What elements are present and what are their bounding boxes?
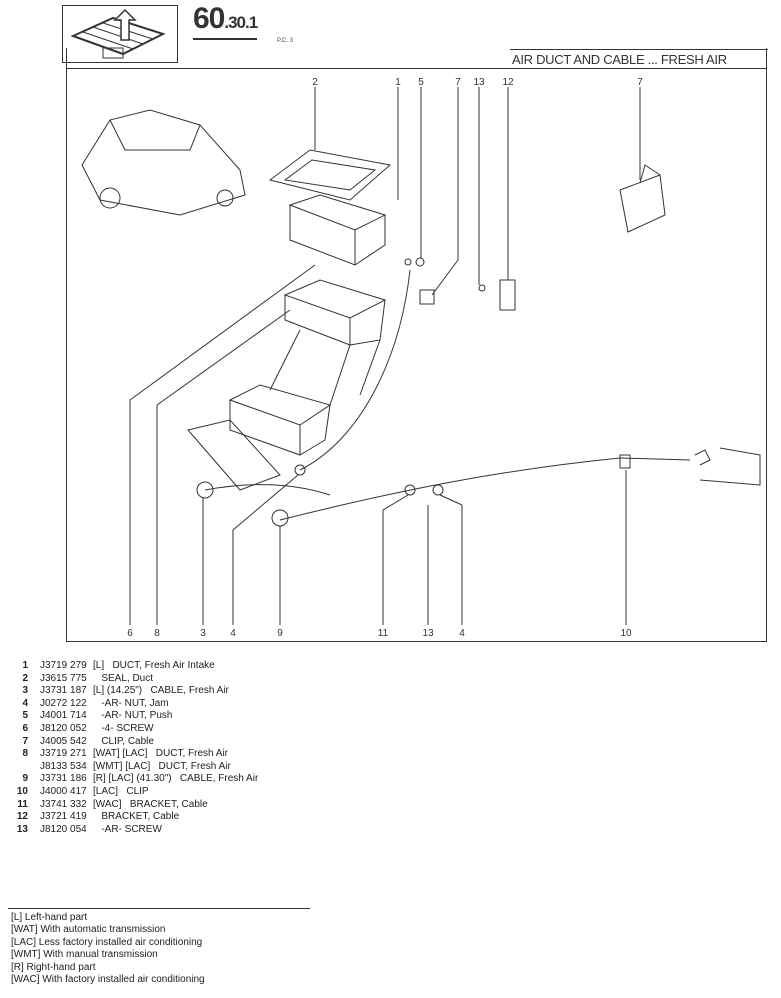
parts-row: 6 J8120 052 -4- SCREW (0, 723, 258, 736)
section-number: 60.30.1 (193, 2, 258, 40)
parts-row: 9 J3731 186 [R] [LAC] (41.30") CABLE, Fres… (0, 773, 258, 786)
callout-4: 4 (230, 628, 236, 639)
part-description: SEAL, Duct (93, 672, 154, 684)
parts-list: 1 J3719 279 [L] DUCT, Fresh Air Intake 2 J36… (0, 660, 258, 836)
title-rule (510, 49, 768, 50)
callout-8: 8 (154, 628, 160, 639)
part-description: -AR- NUT, Jam (93, 697, 169, 709)
callout-4b: 4 (459, 628, 465, 639)
callout-9: 9 (277, 628, 283, 639)
part-code: J3719 279 (40, 660, 87, 671)
page-code: P.C. 3 (277, 38, 293, 44)
part-number-index: 8 (22, 748, 28, 760)
part-code: J3615 775 (40, 672, 87, 684)
part-code: J8120 052 (40, 722, 87, 734)
section-main: 60 (193, 2, 225, 35)
part-description: [L] DUCT, Fresh Air Intake (93, 660, 215, 671)
part-number-index: 1 (22, 660, 28, 671)
part-description: [WAT] [LAC] DUCT, Fresh Air (93, 748, 229, 760)
callout-11: 11 (378, 628, 389, 639)
parts-row: 10 J4000 417 [LAC] CLIP (0, 786, 258, 799)
parts-row: 1 J3719 279 [L] DUCT, Fresh Air Intake (0, 660, 258, 673)
legend-item: [WAC] With factory installed air conditi… (11, 974, 205, 986)
outlet-grille (187, 419, 281, 491)
part-code: J3731 187 (40, 685, 87, 697)
part-description: -AR- SCREW (93, 823, 162, 835)
part-number-index: 13 (16, 823, 28, 835)
legend-rule (8, 908, 310, 909)
diagram-top-border (66, 68, 766, 69)
parts-row: 3 J3731 187 [L] (14.25") CABLE, Fresh Air (0, 685, 258, 698)
parts-row: 13 J8120 054 -AR- SCREW (0, 824, 258, 837)
part-number-index: 10 (16, 785, 28, 797)
parts-row: J8133 534 [WMT] [LAC] DUCT, Fresh Air (0, 761, 258, 774)
callout-6: 6 (127, 628, 133, 639)
callout-7: 7 (455, 77, 461, 88)
part-code: J8120 054 (40, 823, 87, 835)
callout-7b: 7 (637, 77, 643, 88)
legend: [L] Left-hand part[WAT] With automatic t… (11, 912, 205, 986)
parts-row: 4 J0272 122 -AR- NUT, Jam (0, 698, 258, 711)
part-number-index: 12 (16, 811, 28, 823)
part-description: -AR- NUT, Push (93, 710, 173, 722)
part-description: [WAC] BRACKET, Cable (93, 798, 208, 810)
seal-duct (268, 149, 392, 201)
cable-3 (299, 269, 411, 471)
part-number-index: 6 (22, 722, 28, 734)
part-number-index: 5 (22, 710, 28, 722)
part-description: BRACKET, Cable (93, 811, 180, 823)
part-code: J8133 534 (40, 760, 87, 772)
part-code: J4001 714 (40, 710, 87, 722)
part-number-index: 2 (22, 672, 28, 684)
page-title: AIR DUCT AND CABLE ... FRESH AIR (512, 52, 727, 67)
part-code: J0272 122 (40, 697, 87, 709)
part-description: [L] (14.25") CABLE, Fresh Air (93, 685, 229, 697)
part-number-index: 11 (17, 798, 28, 810)
part-code: J3721 419 (40, 811, 87, 823)
legend-item: [LAC] Less factory installed air conditi… (11, 936, 203, 948)
part-code: J4005 542 (40, 735, 87, 747)
part-code: J3731 186 (40, 773, 87, 785)
parts-row: 7 J4005 542 CLIP, Cable (0, 736, 258, 749)
diagram-drawing: 2 1 5 7 13 12 7 6 8 3 4 9 11 13 4 10 (81, 77, 761, 639)
part-code: J3719 271 (40, 748, 87, 760)
callout-10: 10 (620, 628, 632, 639)
callout-5: 5 (418, 77, 424, 88)
section-sub: .30.1 (224, 13, 258, 32)
callout-13b: 13 (422, 628, 434, 639)
cable-9 (279, 457, 691, 521)
part-description: -4- SCREW (93, 722, 154, 734)
part-description: [WMT] [LAC] DUCT, Fresh Air (93, 760, 231, 772)
legend-item: [R] Right-hand part (11, 961, 96, 973)
legend-item: [WAT] With automatic transmission (11, 924, 166, 936)
part-description: [R] [LAC] (41.30") CABLE, Fresh Air (93, 773, 259, 785)
parts-row: 12 J3721 419 BRACKET, Cable (0, 811, 258, 824)
part-description: [LAC] CLIP (93, 785, 149, 797)
exploded-diagram (66, 48, 767, 642)
callout-3: 3 (200, 628, 206, 639)
part-number-index (0, 761, 28, 774)
part-number-index: 3 (22, 685, 28, 697)
part-number-index: 9 (22, 773, 28, 785)
parts-row: 2 J3615 775 SEAL, Duct (0, 673, 258, 686)
callout-13: 13 (473, 77, 485, 88)
parts-row: 5 J4001 714 -AR- NUT, Push (0, 710, 258, 723)
part-code: J4000 417 (40, 785, 87, 797)
part-description: CLIP, Cable (93, 735, 154, 747)
legend-item: [L] Left-hand part (11, 912, 88, 923)
callout-12: 12 (502, 77, 514, 88)
air-intake-icon (70, 8, 166, 59)
callout-1: 1 (395, 77, 401, 88)
parts-row: 8 J3719 271 [WAT] [LAC] DUCT, Fresh Air (0, 748, 258, 761)
callout-2: 2 (312, 77, 318, 88)
legend-item: [WMT] With manual transmission (11, 949, 158, 961)
part-number-index: 4 (22, 697, 28, 709)
part-code: J3741 332 (40, 798, 87, 810)
section-logo (62, 5, 178, 63)
part-number-index: 7 (22, 735, 28, 747)
parts-row: 11 J3741 332 [WAC] BRACKET, Cable (0, 799, 258, 812)
car-outline (81, 109, 246, 216)
